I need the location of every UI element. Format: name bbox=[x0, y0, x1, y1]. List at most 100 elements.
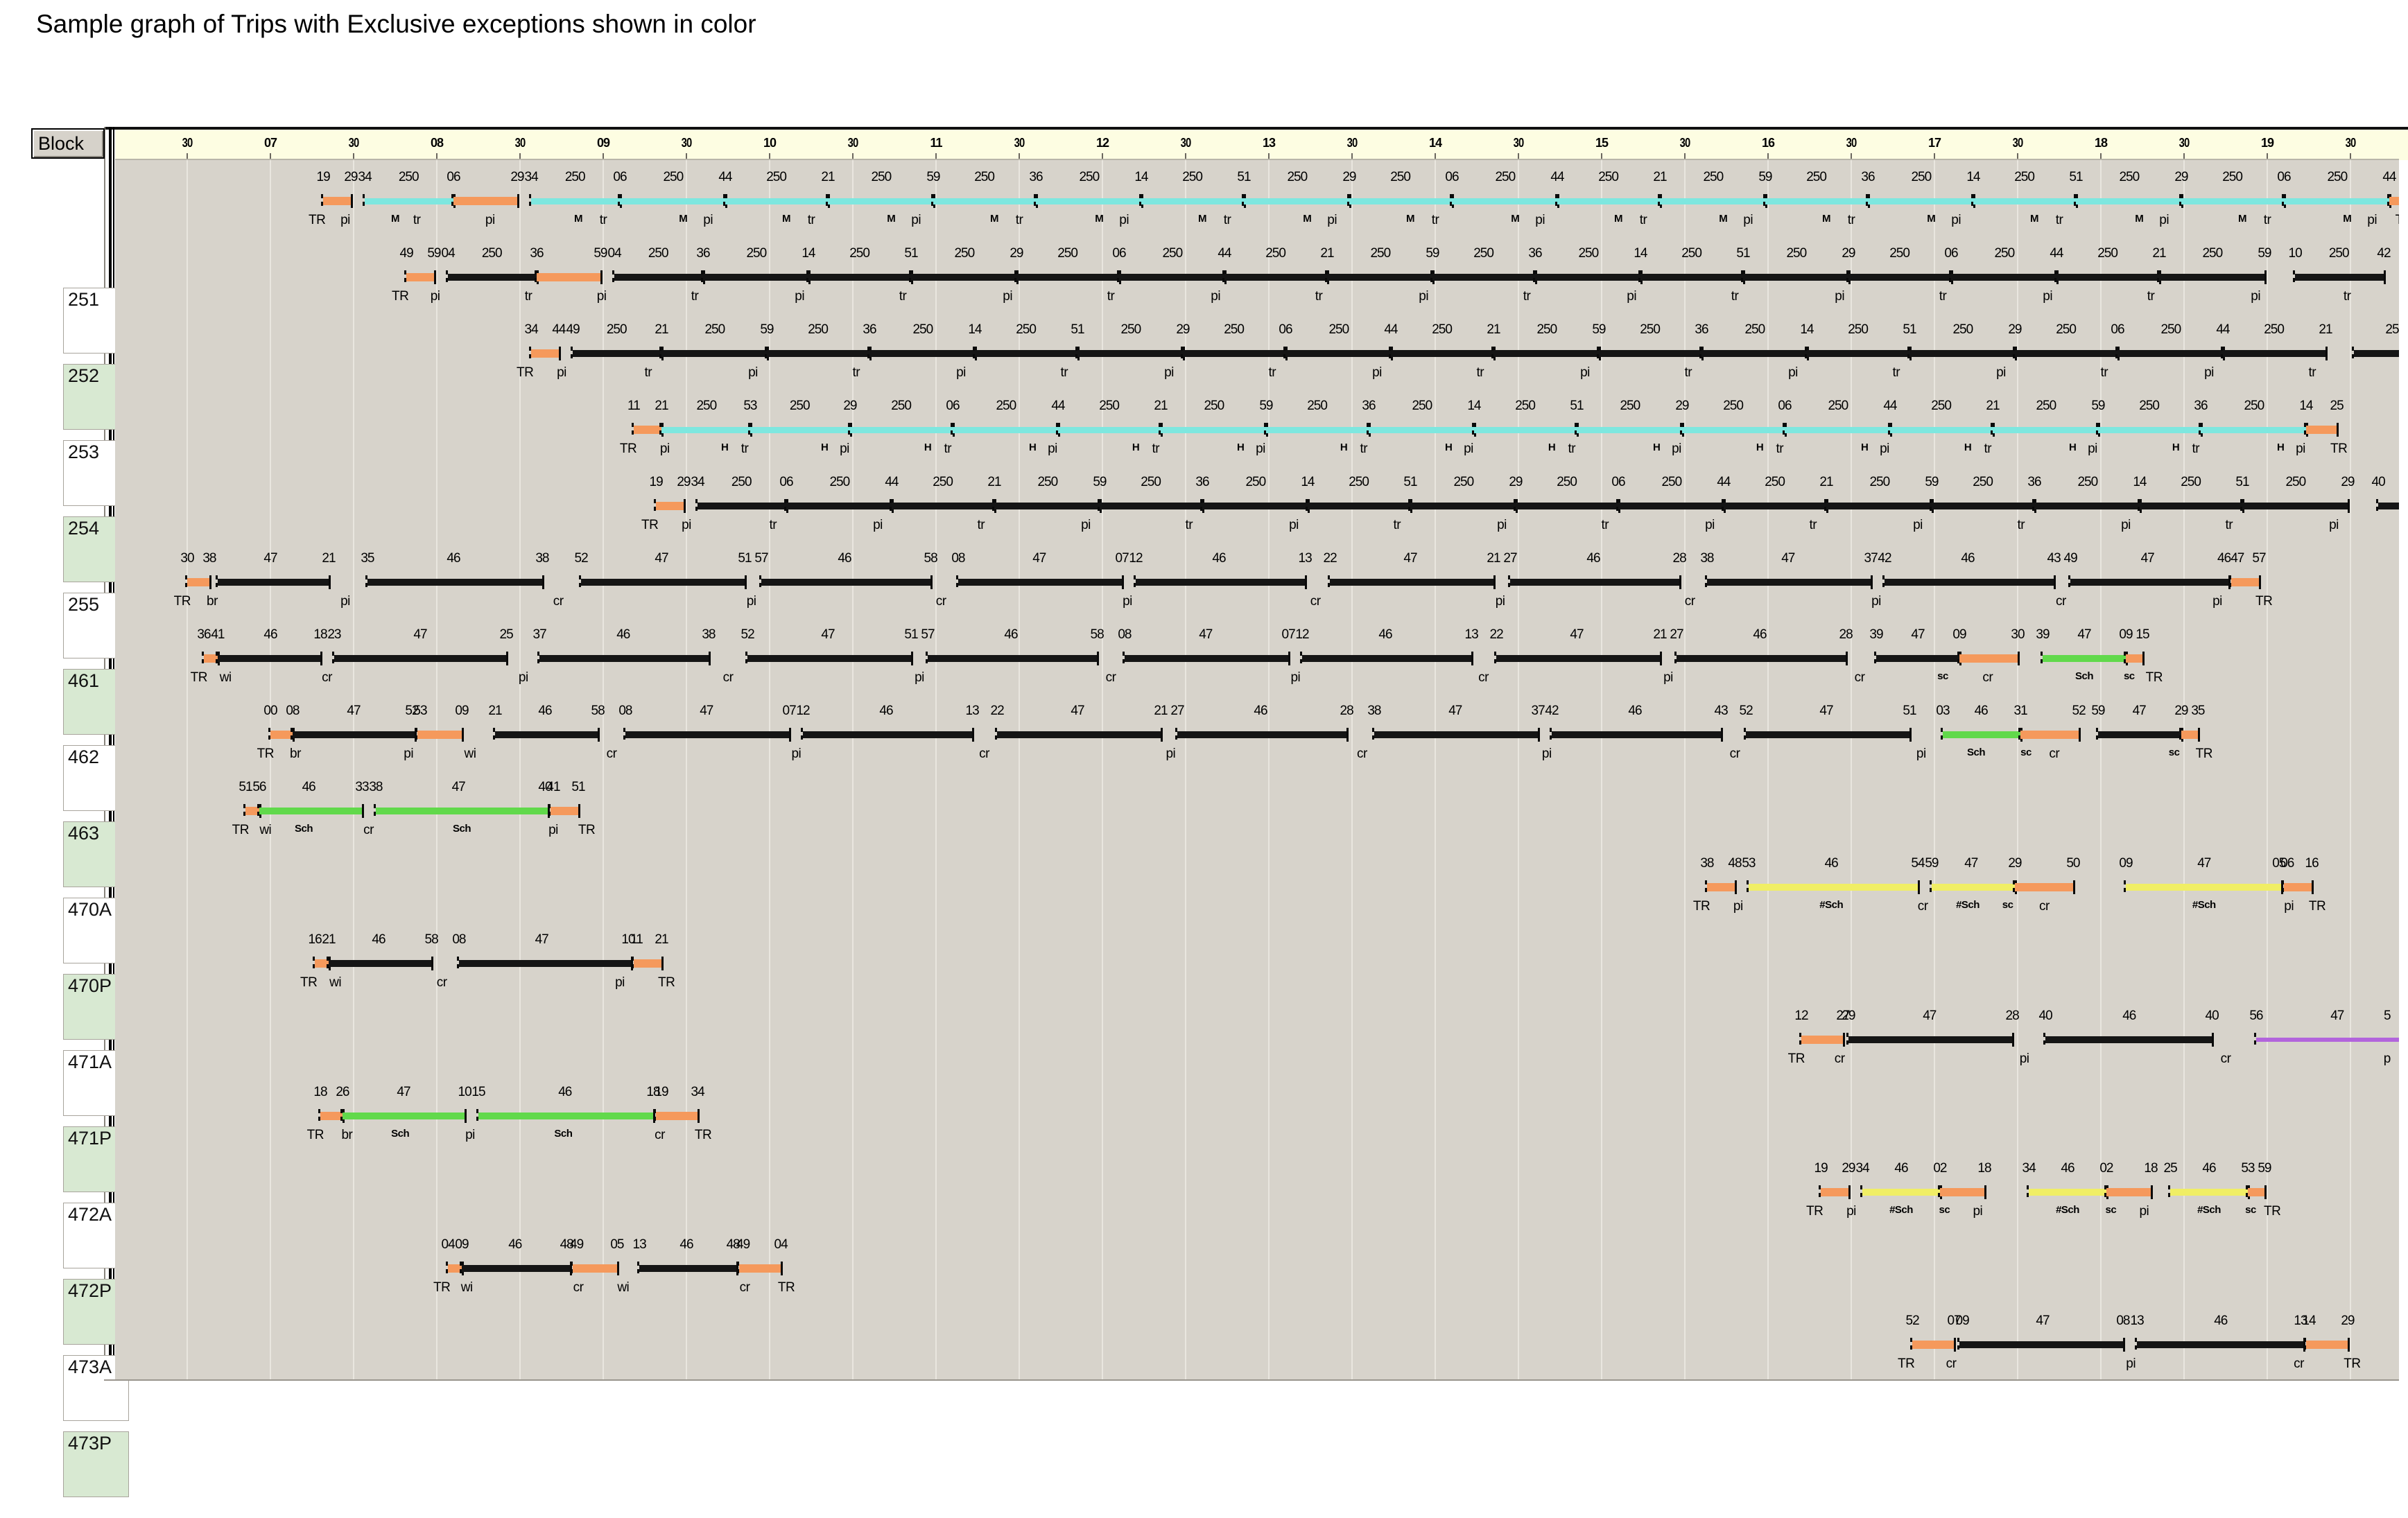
trip-bar[interactable] bbox=[1848, 1036, 2013, 1043]
trip-bar[interactable] bbox=[2137, 1341, 2304, 1348]
trip-bar[interactable] bbox=[1119, 274, 1224, 281]
trip-bar[interactable] bbox=[1618, 503, 1724, 509]
trip-bar[interactable] bbox=[2284, 198, 2389, 204]
trip-bar[interactable] bbox=[911, 274, 1016, 281]
trip-bar[interactable] bbox=[656, 1112, 698, 1120]
trip-bar[interactable] bbox=[1496, 655, 1660, 662]
trip-bar[interactable] bbox=[2126, 654, 2142, 663]
trip-bar[interactable] bbox=[1785, 426, 1890, 433]
trip-bar[interactable] bbox=[365, 198, 453, 204]
trip-bar[interactable] bbox=[2106, 1188, 2151, 1196]
trip-bar[interactable] bbox=[320, 1112, 343, 1120]
trip-bar[interactable] bbox=[2117, 350, 2223, 357]
trip-bar[interactable] bbox=[217, 655, 320, 662]
trip-bar[interactable] bbox=[1765, 198, 1868, 204]
trip-bar[interactable] bbox=[747, 655, 911, 662]
trip-bar[interactable] bbox=[1939, 1188, 1984, 1196]
trip-bar[interactable] bbox=[1706, 579, 1871, 586]
trip-bar[interactable] bbox=[2170, 1189, 2248, 1196]
trip-bar[interactable] bbox=[1244, 198, 1349, 204]
trip-bar[interactable] bbox=[1493, 350, 1599, 357]
trip-bar[interactable] bbox=[537, 273, 600, 281]
trip-bar[interactable] bbox=[1598, 350, 1701, 357]
trip-bar[interactable] bbox=[808, 274, 911, 281]
trip-bar[interactable] bbox=[406, 273, 434, 281]
trip-bar[interactable] bbox=[1862, 1189, 1940, 1196]
trip-bar[interactable] bbox=[187, 578, 209, 586]
trip-bar[interactable] bbox=[766, 350, 869, 357]
trip-bar[interactable] bbox=[323, 197, 351, 205]
trip-bar[interactable] bbox=[1349, 198, 1452, 204]
trip-bar[interactable] bbox=[550, 807, 578, 815]
trip-bar[interactable] bbox=[2255, 1038, 2399, 1042]
trip-bar[interactable] bbox=[2043, 655, 2126, 662]
trip-bar[interactable] bbox=[1099, 503, 1202, 509]
trip-bar[interactable] bbox=[462, 1265, 570, 1272]
trip-bar[interactable] bbox=[1876, 655, 1959, 662]
trip-bar[interactable] bbox=[2034, 503, 2140, 509]
trip-bar[interactable] bbox=[661, 426, 750, 433]
trip-bar[interactable] bbox=[2181, 731, 2198, 739]
trip-bar[interactable] bbox=[1265, 426, 1369, 433]
trip-bar[interactable] bbox=[2097, 731, 2181, 738]
trip-bar[interactable] bbox=[342, 1113, 465, 1119]
trip-bar[interactable] bbox=[1706, 883, 1735, 891]
trip-bar[interactable] bbox=[994, 503, 1100, 509]
trip-bar[interactable] bbox=[1515, 503, 1618, 509]
trip-bar[interactable] bbox=[2070, 579, 2229, 586]
trip-bar[interactable] bbox=[1743, 274, 1848, 281]
trip-bar[interactable] bbox=[1136, 579, 1306, 586]
trip-bar[interactable] bbox=[1677, 655, 1846, 662]
trip-bar[interactable] bbox=[2076, 198, 2181, 204]
trip-bar[interactable] bbox=[974, 350, 1077, 357]
trip-bar[interactable] bbox=[1330, 579, 1493, 586]
trip-bar[interactable] bbox=[633, 959, 661, 968]
trip-bar[interactable] bbox=[1826, 503, 1932, 509]
trip-bar[interactable] bbox=[2029, 1189, 2106, 1196]
trip-bar[interactable] bbox=[933, 198, 1036, 204]
trip-bar[interactable] bbox=[2159, 274, 2264, 281]
trip-bar[interactable] bbox=[453, 197, 517, 205]
trip-bar[interactable] bbox=[953, 426, 1058, 433]
trip-bar[interactable] bbox=[417, 731, 462, 739]
trip-bar[interactable] bbox=[2284, 883, 2312, 891]
trip-bar[interactable] bbox=[1848, 274, 1951, 281]
trip-bar[interactable] bbox=[1302, 655, 1472, 662]
trip-bar[interactable] bbox=[2305, 426, 2337, 434]
trip-bar[interactable] bbox=[531, 349, 559, 358]
trip-bar[interactable] bbox=[1473, 426, 1577, 433]
trip-bar[interactable] bbox=[1660, 198, 1765, 204]
trip-bar[interactable] bbox=[2231, 578, 2259, 586]
trip-bar[interactable] bbox=[245, 807, 259, 815]
trip-bar[interactable] bbox=[375, 808, 548, 814]
trip-bar[interactable] bbox=[1410, 503, 1516, 509]
trip-bar[interactable] bbox=[761, 579, 931, 586]
trip-bar[interactable] bbox=[725, 198, 828, 204]
trip-bar[interactable] bbox=[1801, 1036, 1843, 1044]
trip-bar[interactable] bbox=[573, 350, 661, 357]
trip-bar[interactable] bbox=[2056, 274, 2159, 281]
trip-bar[interactable] bbox=[1959, 654, 2018, 663]
trip-bar[interactable] bbox=[997, 731, 1161, 738]
trip-bar[interactable] bbox=[1951, 274, 2056, 281]
trip-bar[interactable] bbox=[2353, 350, 2399, 357]
trip-bar[interactable] bbox=[204, 654, 218, 663]
trip-bar[interactable] bbox=[656, 502, 684, 510]
trip-bar[interactable] bbox=[1369, 426, 1474, 433]
trip-bar[interactable] bbox=[1432, 274, 1535, 281]
trip-bar[interactable] bbox=[367, 579, 542, 586]
trip-bar[interactable] bbox=[1557, 198, 1660, 204]
trip-bar[interactable] bbox=[633, 426, 661, 434]
trip-bar[interactable] bbox=[2139, 503, 2242, 509]
trip-bar[interactable] bbox=[1931, 884, 2015, 891]
trip-bar[interactable] bbox=[2181, 198, 2284, 204]
trip-bar[interactable] bbox=[478, 1113, 653, 1119]
trip-bar[interactable] bbox=[2247, 1188, 2264, 1196]
trip-bar[interactable] bbox=[1141, 198, 1244, 204]
trip-bar[interactable] bbox=[869, 350, 975, 357]
trip-bar[interactable] bbox=[1748, 884, 1918, 891]
trip-bar[interactable] bbox=[1057, 426, 1161, 433]
trip-bar[interactable] bbox=[1224, 274, 1327, 281]
trip-bar[interactable] bbox=[958, 579, 1123, 586]
trip-bar[interactable] bbox=[750, 426, 850, 433]
